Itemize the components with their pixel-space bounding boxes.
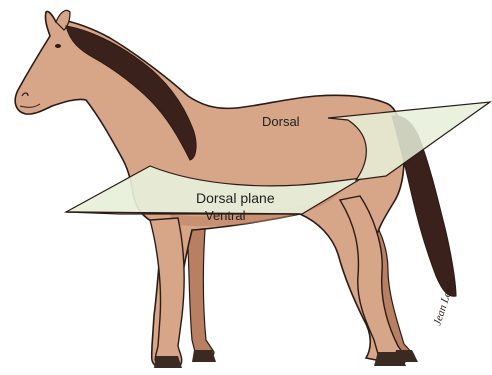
label-dorsal: Dorsal xyxy=(262,114,300,129)
hoof-hind-far xyxy=(394,350,418,362)
hoof-front-near xyxy=(154,356,182,368)
label-ventral: Ventral xyxy=(205,208,246,223)
eye xyxy=(55,44,61,48)
label-dorsal-plane: Dorsal plane xyxy=(196,190,275,206)
hoof-front-far xyxy=(192,350,216,362)
artist-signature: Jean Lewis xyxy=(431,276,458,327)
